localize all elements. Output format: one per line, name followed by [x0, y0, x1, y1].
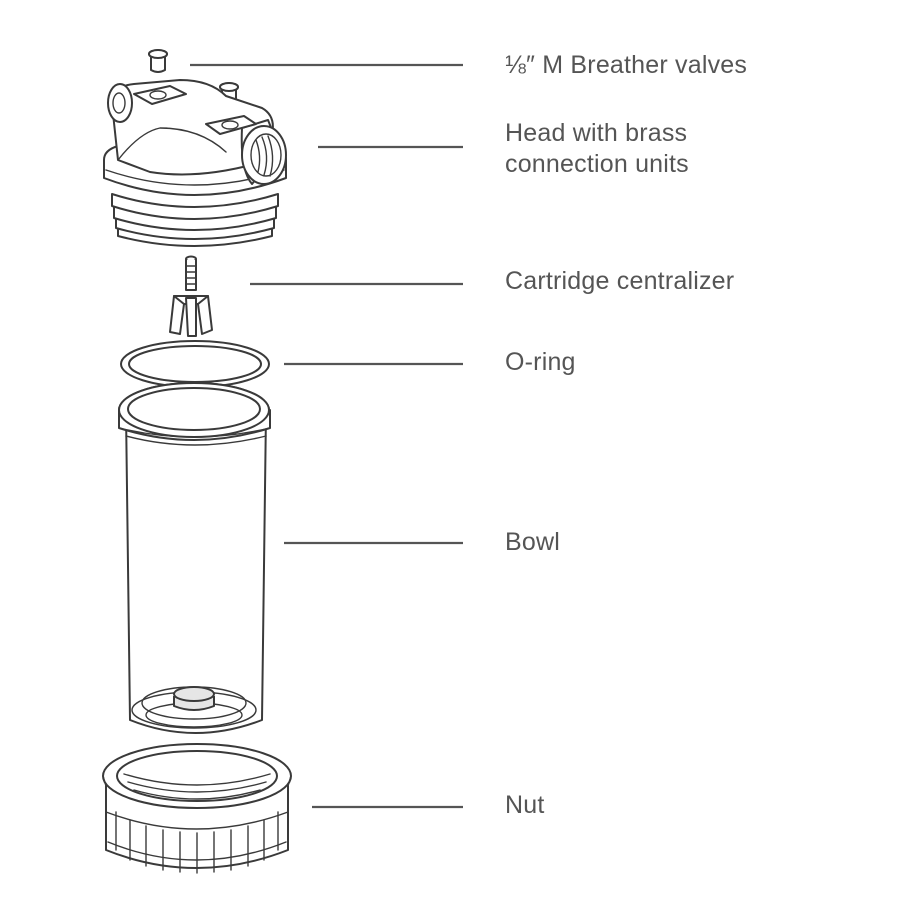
bowl-drawing [118, 382, 271, 734]
breather-valve-left [148, 49, 168, 73]
breather-valves-drawing [148, 49, 239, 106]
label-bowl: Bowl [505, 528, 560, 556]
centralizer-drawing [169, 255, 213, 337]
label-centralizer: Cartridge centralizer [505, 267, 735, 295]
label-breather-valves: ⅛″ M Breather valves [505, 51, 748, 79]
leader-lines [190, 63, 463, 809]
label-o-ring: O-ring [505, 348, 576, 376]
label-head: Head with brass connection units [505, 119, 689, 178]
nut-drawing [102, 743, 292, 874]
o-ring-drawing [120, 340, 270, 388]
filter-head-drawing [103, 79, 287, 247]
label-nut: Nut [505, 791, 545, 819]
